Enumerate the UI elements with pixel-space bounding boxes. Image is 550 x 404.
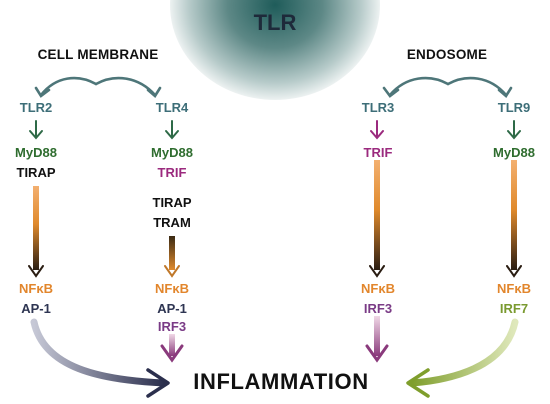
tlr3-label: TLR3 — [361, 100, 395, 115]
tlr2-down-arrow — [29, 120, 43, 140]
right-sweep-arrow — [406, 318, 519, 398]
left-sweep-arrow — [30, 318, 170, 398]
tlr4-down-arrow — [165, 120, 179, 140]
tlr2-myd88-label: MyD88 — [15, 145, 57, 160]
tlr4-irf3-arrow — [160, 334, 184, 363]
tlr3-gradient-arrow — [369, 160, 385, 278]
endosome-label: ENDOSOME — [406, 47, 488, 62]
tlr2-gradient-arrow — [28, 186, 44, 278]
tlr2-nfkb-label: NFκB — [19, 281, 53, 296]
tlr4-label: TLR4 — [155, 100, 189, 115]
tlr4-trif-label: TRIF — [157, 165, 187, 180]
tlr9-gradient-arrow — [506, 160, 522, 278]
tlr9-myd88-label: MyD88 — [493, 145, 535, 160]
tlr3-nfkb-label: NFκB — [361, 281, 395, 296]
endosome-split-arrow — [382, 76, 513, 98]
tlr9-down-arrow — [507, 120, 521, 140]
tlr4-gradient-arrow — [164, 236, 180, 278]
cell-membrane-label: CELL MEMBRANE — [37, 47, 159, 62]
tlr3-down-arrow — [370, 120, 384, 140]
tlr3-irf3-arrow — [365, 316, 389, 363]
tlr9-nfkb-label: NFκB — [497, 281, 531, 296]
tlr3-irf3-label: IRF3 — [363, 301, 393, 316]
tlr4-nfkb-label: NFκB — [155, 281, 189, 296]
tlr3-trif-label: TRIF — [363, 145, 393, 160]
tlr9-irf7-label: IRF7 — [499, 301, 529, 316]
tlr4-irf3-label: IRF3 — [157, 319, 187, 334]
tlr2-tirap-label: TIRAP — [16, 165, 56, 180]
diagram-title: TLR — [253, 10, 297, 35]
tlr4-myd88-label: MyD88 — [151, 145, 193, 160]
tlr4-tram-label: TRAM — [153, 215, 191, 230]
tlr4-tirap-label: TIRAP — [152, 195, 192, 210]
tlr9-label: TLR9 — [497, 100, 531, 115]
membrane-split-arrow — [34, 76, 162, 98]
inflammation-label: INFLAMMATION — [193, 369, 369, 394]
tlr2-label: TLR2 — [19, 100, 53, 115]
tlr4-ap1-label: AP-1 — [157, 301, 187, 316]
tlr2-ap1-label: AP-1 — [21, 301, 51, 316]
